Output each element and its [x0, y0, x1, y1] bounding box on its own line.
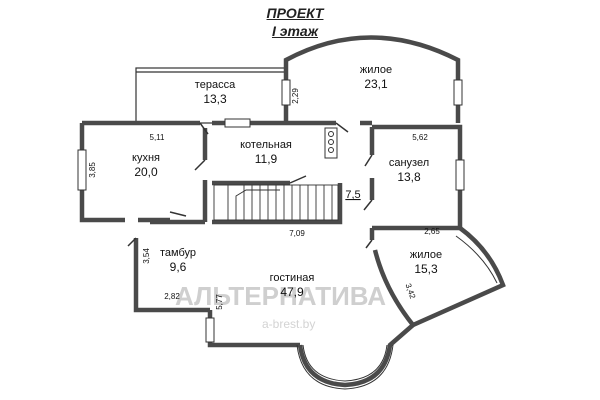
living-top-area: 23,1: [364, 77, 388, 91]
dim-7-09: 7,09: [289, 229, 305, 238]
title-block: ПРОЕКТ I этаж: [0, 4, 600, 40]
vestibule-area: 9,6: [170, 260, 187, 274]
bathroom-name: санузел: [389, 157, 429, 169]
boiler-area: 11,9: [255, 152, 278, 166]
living-room-name: гостиная: [270, 272, 315, 284]
dim-2-29: 2,29: [291, 88, 300, 104]
living-right-name: жилое: [410, 249, 442, 261]
boiler-equipment: [324, 127, 338, 159]
dim-2-82: 2,82: [164, 292, 180, 301]
terrace-name: терасса: [195, 79, 236, 91]
living-room-area: 47,9: [280, 285, 304, 299]
dim-7-5: 7,5: [345, 189, 360, 201]
bathroom-area: 13,8: [397, 170, 421, 184]
living-right-area: 15,3: [414, 262, 438, 276]
staircase: [213, 184, 339, 221]
watermark-brand: АЛЬТЕРНАТИВА: [175, 281, 386, 311]
project-title: ПРОЕКТ: [266, 5, 324, 21]
dim-3-85: 3,85: [88, 162, 97, 178]
dim-5-11: 5,11: [150, 133, 166, 142]
dim-5-62: 5,62: [412, 133, 428, 142]
doors: [127, 122, 373, 249]
vestibule-name: тамбур: [160, 247, 196, 259]
kitchen-area: 20,0: [134, 165, 158, 179]
dim-2-65: 2,65: [424, 227, 440, 236]
watermark-url: a-brest.by: [262, 317, 315, 331]
bay-window: [296, 235, 498, 390]
living-top-name: жилое: [360, 64, 392, 76]
kitchen-name: кухня: [132, 152, 160, 164]
dim-5-77: 5,77: [215, 294, 224, 310]
terrace-area: 13,3: [203, 92, 227, 106]
watermark: АЛЬТЕРНАТИВА a-brest.by: [175, 281, 386, 331]
dim-3-42: 3,42: [403, 282, 417, 300]
boiler-name: котельная: [240, 139, 292, 151]
floor-subtitle: I этаж: [271, 23, 319, 39]
windows: [77, 79, 465, 343]
dim-3-54: 3,54: [142, 248, 151, 264]
room-labels: терасса 13,3 жилое 23,1 кухня 20,0 котел…: [132, 64, 442, 299]
